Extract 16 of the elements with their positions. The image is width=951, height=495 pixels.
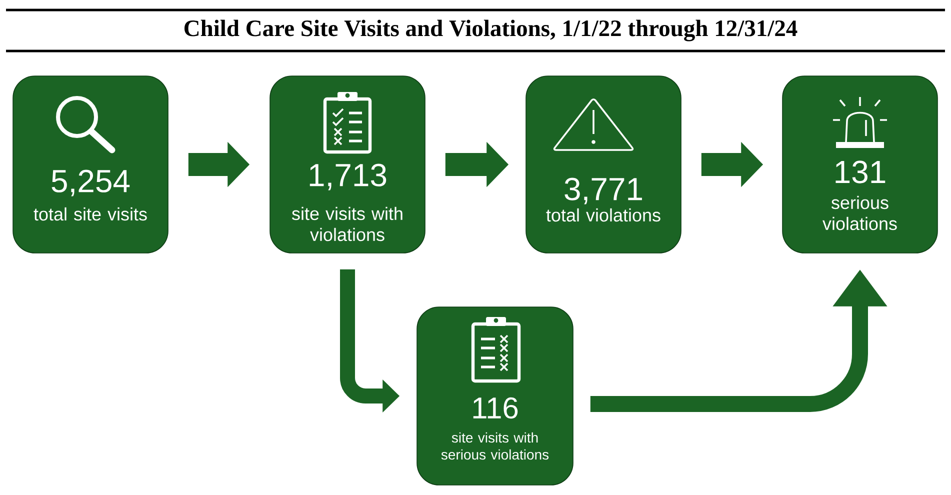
- stat-box: [270, 76, 426, 254]
- count-number: 131: [836, 160, 886, 184]
- count-number: 5,254: [52, 170, 130, 196]
- stat-box: [416, 306, 574, 486]
- title-text: Child Care Site Visits and Violations, 1/1/22 through 12/31/24: [184, 20, 798, 42]
- caption-text: site visits with violations: [292, 206, 402, 242]
- count-number: 116: [473, 397, 518, 419]
- stat-box: [12, 76, 168, 254]
- stat-box: [782, 76, 938, 254]
- caption-text: total site visits: [34, 207, 147, 221]
- count-number: 3,771: [564, 178, 642, 204]
- count-number: 1,713: [310, 164, 386, 190]
- stat-box: [526, 76, 682, 254]
- caption-text: total violations: [546, 208, 660, 222]
- caption-text: site visits with serious violations: [441, 432, 549, 460]
- caption-text: serious violations: [822, 196, 897, 230]
